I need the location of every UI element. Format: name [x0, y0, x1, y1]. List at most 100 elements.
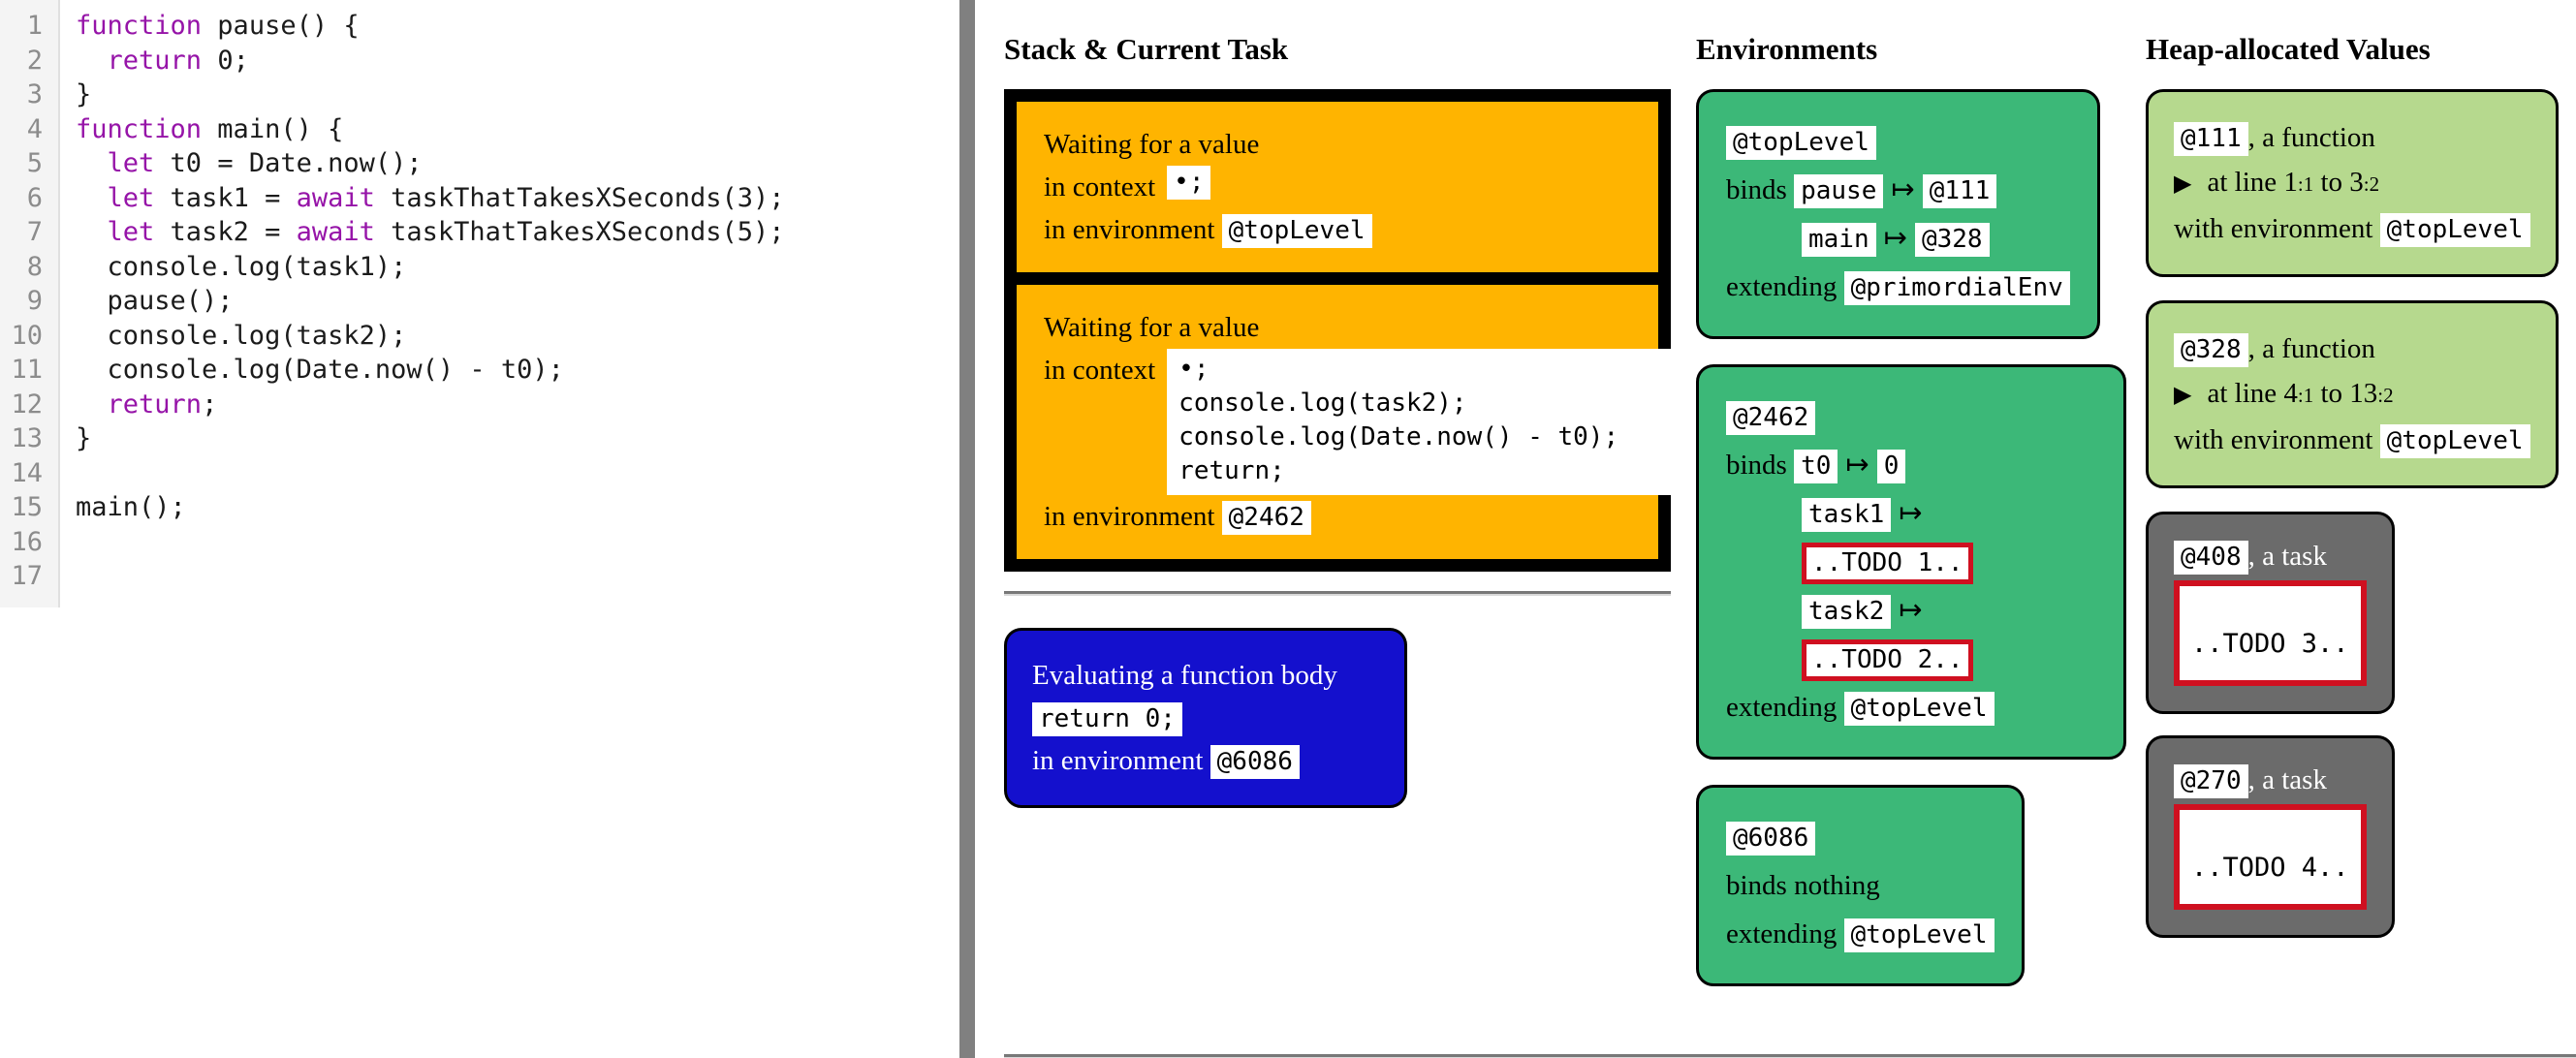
- heap-function-env-row: with environment @topLevel: [2174, 418, 2530, 462]
- binding-name-chip: task2: [1802, 595, 1892, 629]
- context-code-line: console.log(task2);: [1178, 389, 1467, 419]
- line-number: 4: [26, 113, 43, 144]
- code-line: [76, 525, 785, 560]
- extends-env-chip: @primordialEnv: [1843, 271, 2070, 305]
- heap-env-ref-chip: @topLevel: [2379, 424, 2530, 458]
- line-number: 5: [26, 148, 43, 178]
- frame-env-row: in environment @2462: [1044, 495, 1631, 538]
- extending-row: extending @primordialEnv: [1726, 263, 2070, 311]
- binding-value-chip: @328: [1914, 223, 1990, 257]
- frame-context-row: in context•;console.log(task2);console.l…: [1044, 349, 1672, 496]
- column-number-value: :1: [2297, 172, 2314, 197]
- line-number: 14: [11, 457, 43, 488]
- visualization-pane: Stack & Current Task Waiting for a value…: [975, 0, 2576, 1058]
- expand-function-icon[interactable]: ▶: [2174, 383, 2192, 409]
- code-token: taskThatTakesXSeconds(3);: [374, 182, 785, 213]
- line-number-value: 4: [2283, 378, 2298, 410]
- code-token: console.log(task1);: [76, 251, 407, 282]
- code-token: console.log(Date.now() - t0);: [76, 355, 564, 385]
- line-number-value: 3: [2349, 167, 2364, 199]
- line-number-value: 13: [2349, 378, 2378, 410]
- binding-value-chip: ..TODO 2..: [1802, 639, 1973, 681]
- line-number: 2: [26, 45, 43, 76]
- code-line: [76, 456, 785, 491]
- code-token: task1 =: [154, 182, 297, 213]
- code-area[interactable]: function pause() { return 0;}function ma…: [60, 0, 785, 594]
- current-task-description: Evaluating a function body: [1032, 660, 1337, 692]
- frame-context-label: in context: [1044, 171, 1156, 203]
- code-line: [76, 559, 785, 594]
- context-code-chip: •;: [1167, 166, 1211, 200]
- stack-column: Stack & Current Task Waiting for a value…: [1004, 32, 1672, 809]
- code-line: console.log(task2);: [76, 319, 785, 354]
- heap-kind-label: , a task: [2247, 541, 2327, 573]
- code-line: function pause() {: [76, 9, 785, 44]
- code-line: return;: [76, 388, 785, 422]
- heap-function-title: @111, a function: [2174, 115, 2530, 160]
- current-task-frame: Evaluating a function body return 0; in …: [1004, 628, 1407, 809]
- stack-column-title: Stack & Current Task: [1004, 32, 1289, 66]
- code-line: main();: [76, 490, 785, 525]
- environment-name-chip: @2462: [1726, 401, 1816, 435]
- code-token: 0;: [202, 45, 249, 76]
- extending-label: extending: [1726, 271, 1844, 303]
- to-label: to: [2313, 378, 2350, 410]
- output-section: Output: done: [1004, 1054, 2576, 1058]
- environment-name-row: @topLevel: [1726, 117, 2070, 166]
- line-number: 10: [11, 320, 43, 351]
- line-number: 7: [26, 217, 43, 247]
- extending-row: extending @topLevel: [1726, 910, 1995, 958]
- code-token: main();: [76, 492, 186, 522]
- with-env-label: with environment: [2174, 424, 2380, 456]
- stack-frames-container: Waiting for a value in context •; in enviro…: [1004, 89, 1672, 573]
- expand-function-icon[interactable]: ▶: [2174, 171, 2192, 198]
- heap-ref-chip: @408: [2174, 541, 2248, 575]
- keyword-token: await: [296, 217, 375, 247]
- heap-task-title: @270, a task: [2174, 760, 2367, 800]
- code-token: taskThatTakesXSeconds(5);: [374, 217, 785, 247]
- keyword-token: let: [107, 182, 155, 213]
- binds-nothing-label: binds nothing: [1726, 870, 1880, 902]
- frame-env-ref-chip: @topLevel: [1221, 214, 1372, 248]
- keyword-token: function: [76, 113, 203, 144]
- maps-to-arrow: ↦: [1891, 174, 1915, 206]
- code-token: [76, 46, 108, 76]
- binding-name-chip: t0: [1794, 450, 1838, 483]
- line-number: 3: [26, 79, 43, 109]
- heap-column: Heap-allocated Values @111, a function▶a…: [2146, 32, 2576, 959]
- extends-env-chip: @topLevel: [1843, 692, 1995, 726]
- code-line: function main() {: [76, 112, 785, 147]
- extending-label: extending: [1726, 918, 1844, 950]
- maps-to-arrow: ↦: [1899, 595, 1923, 627]
- maps-to-arrow: ↦: [1845, 450, 1869, 482]
- extending-row: extending @topLevel: [1726, 683, 2096, 731]
- code-token: pause();: [76, 286, 234, 316]
- binding-row: task2↦ ..TODO 2..: [1726, 586, 2096, 683]
- keyword-token: let: [107, 217, 155, 247]
- binding-name-chip: pause: [1794, 174, 1884, 208]
- binding-row: task1↦..TODO 1..: [1726, 489, 2096, 586]
- line-number: 13: [11, 423, 43, 453]
- column-number-value: :2: [2377, 384, 2394, 408]
- binds-label: binds: [1726, 450, 1795, 482]
- heap-function-title: @328, a function: [2174, 327, 2530, 371]
- line-number: 6: [26, 182, 43, 213]
- code-token: }: [76, 423, 92, 453]
- frame-description: Waiting for a value: [1044, 312, 1260, 344]
- context-code-line: console.log(Date.now() - t0);: [1178, 422, 1619, 452]
- to-label: to: [2313, 167, 2350, 199]
- code-token: [76, 217, 108, 247]
- code-token: }: [76, 79, 92, 109]
- pane-splitter[interactable]: [959, 0, 975, 1058]
- binding-value-chip: @111: [1922, 174, 1997, 208]
